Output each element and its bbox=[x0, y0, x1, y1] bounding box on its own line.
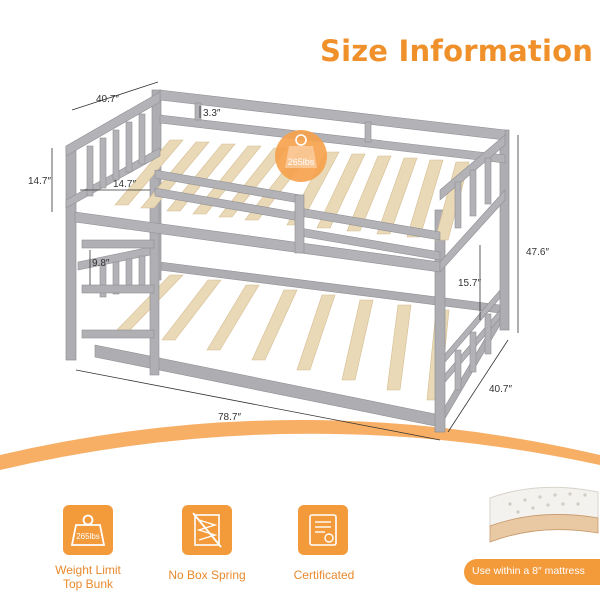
orange-swoosh bbox=[0, 420, 600, 470]
right-top-guard bbox=[439, 134, 506, 229]
dim-length: 78.7″ bbox=[218, 412, 241, 423]
dim-guard-height: 14.7″ bbox=[28, 176, 51, 187]
feature-certificated-line1: Certificated bbox=[293, 568, 355, 582]
dim-step-gap: 9.8″ bbox=[92, 258, 110, 269]
certificate-icon bbox=[309, 514, 337, 546]
weight-icon: 265lbs bbox=[70, 514, 106, 546]
feature-weight-limit-line2: Top Bunk bbox=[62, 577, 114, 591]
weight-badge: 265lbs bbox=[275, 130, 327, 182]
dim-guard-width: 14.7″ bbox=[113, 179, 136, 190]
ladder bbox=[81, 169, 160, 376]
dim-bottom-clearance: 15.7″ bbox=[458, 278, 481, 289]
no-box-spring-icon-box bbox=[182, 505, 232, 555]
dimension-lines bbox=[51, 81, 519, 441]
top-back-rail bbox=[159, 89, 506, 164]
dim-bottom-width: 40.7″ bbox=[489, 384, 512, 395]
no-box-spring-icon bbox=[192, 512, 222, 548]
left-top-guard bbox=[65, 91, 161, 209]
feature-no-box-spring-line1: No Box Spring bbox=[168, 568, 246, 582]
top-front-rail bbox=[74, 169, 506, 273]
feature-certificated-label: Certificated bbox=[278, 568, 370, 582]
mattress-note-pill bbox=[464, 559, 600, 585]
left-bottom-guard bbox=[77, 244, 161, 298]
weight-limit-badge-text: 265lbs bbox=[76, 532, 100, 541]
weight-badge-text: 265lbs bbox=[288, 157, 315, 167]
weight-limit-icon-box: 265lbs bbox=[63, 505, 113, 555]
weight-icon bbox=[285, 146, 317, 168]
feature-no-box-spring-label: No Box Spring bbox=[155, 568, 259, 582]
feature-weight-limit-line1: Weight Limit bbox=[55, 563, 121, 577]
dim-top-width: 40.7″ bbox=[96, 94, 119, 105]
page-title: Size Information bbox=[320, 34, 594, 68]
feature-weight-limit-label: Weight Limit Top Bunk bbox=[40, 563, 136, 591]
mattress-illustration bbox=[489, 486, 599, 543]
mattress-note: Use within a 8″ mattress bbox=[472, 565, 585, 577]
certificate-icon-box bbox=[298, 505, 348, 555]
dim-rail-gap: 3.3″ bbox=[203, 108, 221, 119]
dim-total-height: 47.6″ bbox=[526, 247, 549, 258]
